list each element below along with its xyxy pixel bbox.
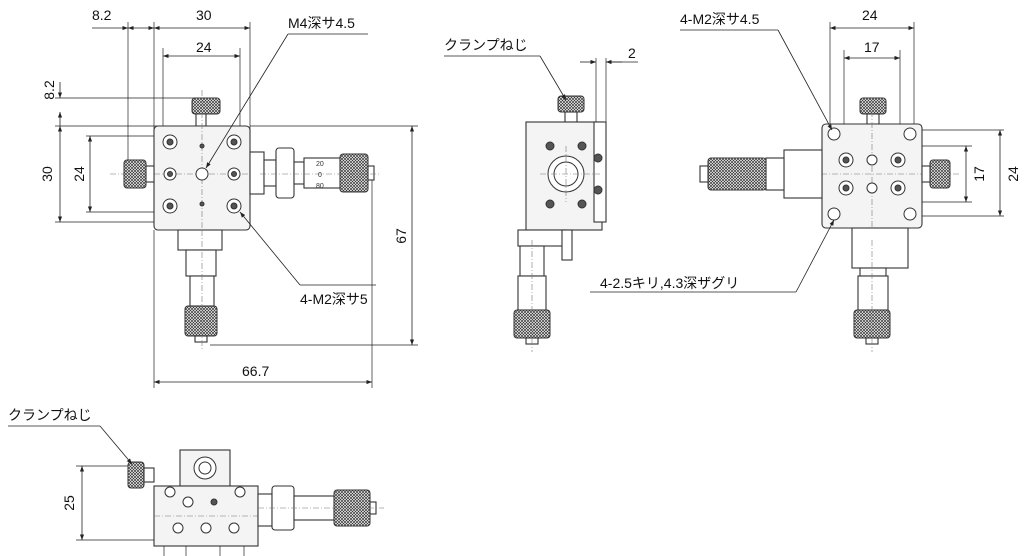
dim-2: 2 — [628, 45, 636, 61]
dim-25: 25 — [61, 495, 77, 511]
dim-67: 67 — [393, 228, 409, 244]
note-clamp-side: クランプねじ — [444, 37, 528, 53]
dim-24-right-side: 24 — [1005, 166, 1021, 182]
dim-24-right-top: 24 — [862, 7, 878, 23]
dim-24-left: 24 — [71, 166, 87, 182]
note-m4: M4深サ4.5 — [288, 15, 355, 31]
note-clamp-front: クランプねじ — [8, 407, 92, 423]
dim-17-right-top: 17 — [864, 39, 880, 55]
dim-8-2-left: 8.2 — [41, 80, 57, 100]
dim-30-left: 30 — [39, 166, 55, 182]
dim-17-right-side: 17 — [971, 166, 987, 182]
dim-66-7: 66.7 — [242, 363, 269, 379]
dim-30-top: 30 — [196, 7, 212, 23]
note-drill: 4-2.5キリ,4.3深ザグリ — [600, 275, 739, 291]
top-view — [55, 22, 418, 388]
micrometer-mark-20: 20 — [316, 161, 324, 168]
dim-8-2-top: 8.2 — [92, 7, 112, 23]
bottom-view — [699, 22, 1004, 352]
micrometer-mark-80: 80 — [316, 183, 324, 190]
side-view — [513, 58, 638, 352]
leader-lines — [8, 29, 835, 465]
front-view — [76, 449, 384, 556]
dim-24-top: 24 — [196, 39, 212, 55]
note-m2-depth45: 4-M2深サ4.5 — [680, 11, 760, 27]
micrometer-mark-0: 0 — [318, 172, 322, 179]
note-m2-depth5: 4-M2深サ5 — [300, 291, 368, 307]
